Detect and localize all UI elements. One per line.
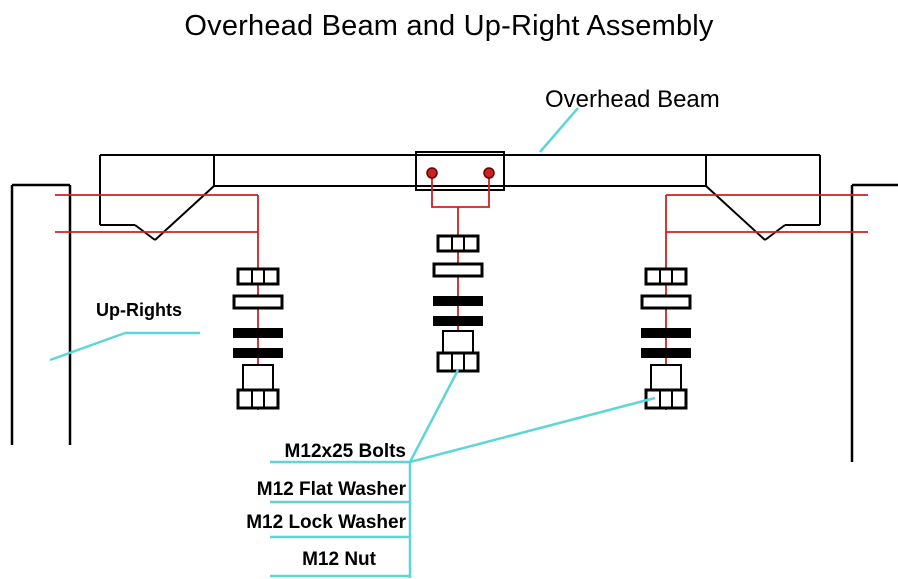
flat-washer-label: M12 Flat Washer <box>256 479 406 500</box>
leader-lines <box>49 107 656 578</box>
up-right-left <box>10 183 72 445</box>
bolt-head-right <box>483 167 495 179</box>
diagram-title: Overhead Beam and Up-Right Assembly <box>184 10 714 42</box>
bolt-lines <box>55 175 868 410</box>
nut-label: M12 Nut <box>302 549 376 570</box>
hardware-stack-center <box>432 234 484 373</box>
bolt-head-left <box>426 167 438 179</box>
overhead-beam-label: Overhead Beam <box>545 86 720 113</box>
up-rights-label: Up-Rights <box>96 300 182 320</box>
hardware-stack-left <box>232 267 284 410</box>
up-right-right <box>850 183 898 462</box>
overhead-beam <box>99 151 821 241</box>
hardware-stack-right <box>640 267 692 410</box>
lock-washer-label: M12 Lock Washer <box>246 512 406 533</box>
bolts-label: M12x25 Bolts <box>284 441 406 462</box>
